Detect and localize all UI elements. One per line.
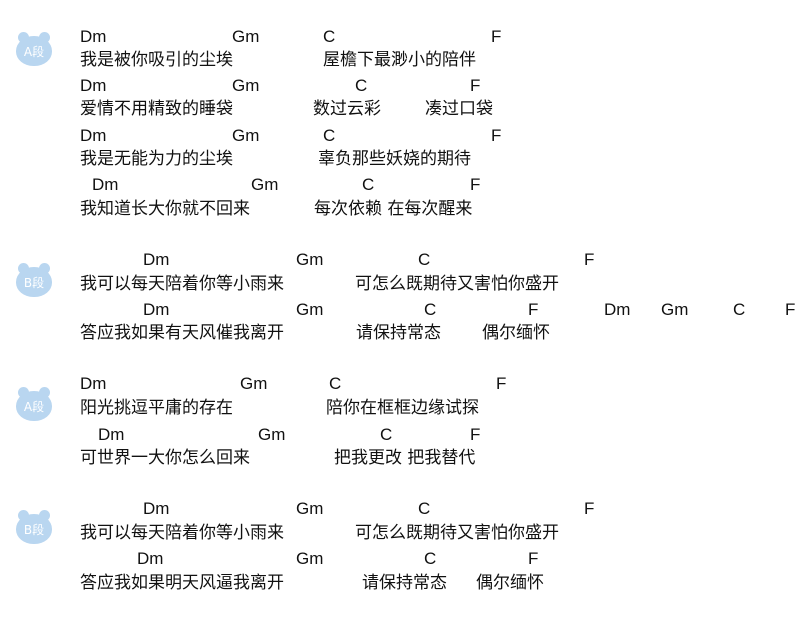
chord: Dm [80,126,107,145]
chord: C [362,175,375,194]
chord: Gm [296,250,324,269]
lyric-phrase: 答应我如果明天风逼我离开 [80,573,284,593]
chord: Gm [661,300,689,319]
chord: C [418,499,431,518]
chord: Dm [143,250,170,269]
chord: Dm [604,300,631,319]
chord: C [418,250,431,269]
chord: F [470,175,481,194]
section-badge: B段 [16,510,52,544]
chord: Dm [137,549,164,568]
lyric-line: 答应我如果明天风逼我离开 请保持常态 偶尔缅怀 [0,571,800,596]
lyric-line: 我是无能为力的尘埃 辜负那些妖娆的期待 [0,147,800,172]
lyric-phrase: 我知道长大你就不回来 [80,199,250,219]
chord: C [424,549,437,568]
lyric-phrase: 我可以每天陪着你等小雨来 [80,523,284,543]
chord: Gm [240,374,268,393]
chord: F [470,425,481,444]
badge-label: B段 [23,275,45,290]
badge-label: B段 [23,522,45,537]
lyric-phrase: 凑过口袋 [425,99,493,119]
chord-line: Dm Gm C F [0,247,800,272]
lyric-phrase: 数过云彩 [313,99,381,119]
chord: Gm [232,27,260,46]
chord: Dm [143,300,170,319]
chord: Gm [258,425,286,444]
chord: F [491,126,502,145]
chord: Dm [80,27,107,46]
lyric-phrase: 偶尔缅怀 [482,323,550,343]
lyric-phrase: 爱情不用精致的睡袋 [80,99,233,119]
chord: Gm [296,300,324,319]
lyric-phrase: 答应我如果有天风催我离开 [80,323,284,343]
chord: Gm [251,175,279,194]
chord: F [785,300,796,319]
section-badge: B段 [16,263,52,297]
lyric-line: 答应我如果有天风催我离开 请保持常态 偶尔缅怀 [0,321,800,346]
lyric-phrase: 屋檐下最渺小的陪伴 [323,50,476,70]
chord-line: Dm Gm C F [0,172,800,197]
lyric-phrase: 可世界一大你怎么回来 [80,448,250,468]
chord: C [733,300,746,319]
chord-line: Dm Gm C F [0,73,800,98]
lyric-phrase: 请保持常态 [356,323,441,343]
chord: C [355,76,368,95]
lyric-phrase: 可怎么既期待又害怕你盛开 [355,523,559,543]
chord: F [491,27,502,46]
chord-line: Dm Gm C F [0,422,800,447]
lyric-line: 可世界一大你怎么回来 把我更改 把我替代 [0,446,800,471]
chord-line: Dm Gm C F Dm Gm C F [0,297,800,322]
chord: Gm [296,549,324,568]
lyric-phrase: 请保持常态 [362,573,447,593]
chord: Dm [80,76,107,95]
lyric-phrase: 我是无能为力的尘埃 [80,149,233,169]
section-badge: A段 [16,387,52,421]
lyric-line: 我可以每天陪着你等小雨来 可怎么既期待又害怕你盛开 [0,272,800,297]
chord-line: Dm Gm C F [0,24,800,49]
chord-line: Dm Gm C F [0,496,800,521]
lyric-phrase: 可怎么既期待又害怕你盛开 [355,274,559,294]
badge-label: A段 [23,44,45,59]
chord: C [380,425,393,444]
chord: F [528,549,539,568]
chord: C [424,300,437,319]
chord-line: Dm Gm C F [0,371,800,396]
chord: Dm [92,175,119,194]
chord: F [528,300,539,319]
chord: F [584,499,595,518]
chord: Gm [232,126,260,145]
lyric-phrase: 偶尔缅怀 [476,573,544,593]
lyric-phrase: 陪你在框框边缘试探 [326,398,479,418]
chord: Gm [232,76,260,95]
badge-label: A段 [23,399,45,414]
lyric-phrase: 阳光挑逗平庸的存在 [80,398,233,418]
chord: F [470,76,481,95]
lyric-line: 我知道长大你就不回来 每次依赖 在每次醒来 [0,197,800,222]
chord: C [323,27,336,46]
lyric-phrase: 辜负那些妖娆的期待 [318,149,471,169]
lyric-line: 爱情不用精致的睡袋 数过云彩 凑过口袋 [0,97,800,122]
chord: Dm [98,425,125,444]
section-badge: A段 [16,32,52,66]
chord: Dm [143,499,170,518]
lyric-phrase: 我是被你吸引的尘埃 [80,50,233,70]
lyric-phrase: 我可以每天陪着你等小雨来 [80,274,284,294]
chord: Gm [296,499,324,518]
lyric-line: 阳光挑逗平庸的存在 陪你在框框边缘试探 [0,396,800,421]
chord: Dm [80,374,107,393]
chord: F [496,374,507,393]
chord-line: Dm Gm C F [0,546,800,571]
chord: F [584,250,595,269]
lyric-line: 我可以每天陪着你等小雨来 可怎么既期待又害怕你盛开 [0,521,800,546]
chord: C [329,374,342,393]
chord-line: Dm Gm C F [0,123,800,148]
lyric-phrase: 每次依赖 在每次醒来 [314,199,473,219]
lyric-line: 我是被你吸引的尘埃 屋檐下最渺小的陪伴 [0,48,800,73]
lyric-phrase: 把我更改 把我替代 [334,448,476,468]
chord: C [323,126,336,145]
